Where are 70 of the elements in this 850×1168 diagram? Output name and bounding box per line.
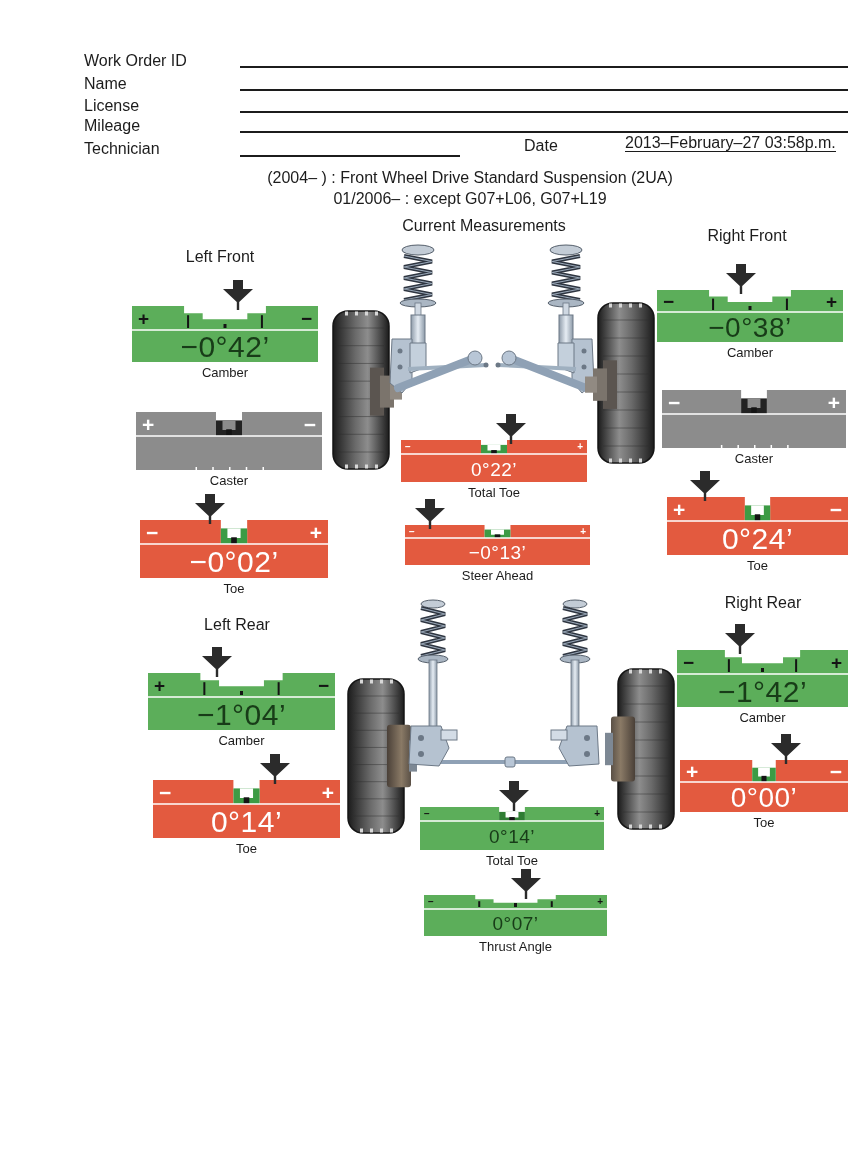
measurement-value: 0°00’ xyxy=(730,784,798,812)
measurement-value: 0°07’ xyxy=(492,914,539,933)
measurement-name: Caster xyxy=(209,473,249,488)
measurement-value: −0°42’ xyxy=(180,332,270,362)
measurement-name: Total Toe xyxy=(468,485,520,500)
measurement-value: −0°38’ xyxy=(708,314,792,342)
measurement-value: −0°02’ xyxy=(189,547,279,577)
measurement-name: Toe xyxy=(223,581,245,596)
measurement-name: Toe xyxy=(753,815,775,830)
scale-sign: + xyxy=(830,653,842,672)
scale-sign: + xyxy=(309,522,322,543)
gauge-bar xyxy=(136,412,322,470)
scale-sign: − xyxy=(683,653,695,672)
scale-sign: − xyxy=(668,392,681,413)
subtitle: 01/2006– : except G07+L06, G07+L19 xyxy=(333,190,607,208)
measurement-name: Toe xyxy=(236,841,257,856)
measurement-name: Total Toe xyxy=(486,853,538,868)
scale-sign: + xyxy=(686,761,699,782)
measurement-name: Thrust Angle xyxy=(479,939,552,954)
scale-sign: − xyxy=(159,782,172,803)
gauge-bar xyxy=(662,390,846,448)
measurement-name: Toe xyxy=(747,558,768,573)
scale-sign: + xyxy=(827,392,840,413)
measurement-value: 0°14’ xyxy=(489,827,535,846)
measurement-name: Camber xyxy=(218,733,265,748)
scale-sign: + xyxy=(825,292,837,311)
measurement-value: 0°24’ xyxy=(721,524,794,554)
measurement-value: 0°14’ xyxy=(210,807,283,837)
scale-sign: − xyxy=(317,676,329,695)
scale-sign: + xyxy=(138,309,150,328)
scale-sign: + xyxy=(594,809,600,819)
scale-sign: + xyxy=(142,414,155,435)
scale-sign: − xyxy=(424,809,430,819)
measurement-name: Camber xyxy=(739,710,786,725)
scale-sign: − xyxy=(829,761,842,782)
wheel-position-heading: Right Rear xyxy=(724,594,802,612)
field-label: License xyxy=(84,97,140,115)
measurement-value: 0°22’ xyxy=(471,460,517,479)
scale-sign: + xyxy=(673,499,686,520)
measurement-value: −1°04’ xyxy=(196,700,287,730)
scale-sign: − xyxy=(829,499,842,520)
field-label: Date xyxy=(524,137,558,155)
scale-sign: − xyxy=(146,522,159,543)
section-heading: Current Measurements xyxy=(402,217,566,235)
field-label: Technician xyxy=(84,140,160,158)
wheel-position-heading: Left Front xyxy=(185,248,255,266)
scale-sign: + xyxy=(597,897,603,907)
field-label: Work Order ID xyxy=(84,52,187,70)
scale-sign: − xyxy=(428,897,434,907)
report-title: (2004– ) : Front Wheel Drive Standard Suspension (2UA) xyxy=(267,169,673,187)
date-value: 2013–February–27 03:58p.m. xyxy=(625,134,836,152)
measurement-value: −1°42’ xyxy=(717,677,808,707)
measurement-name: Camber xyxy=(201,365,249,380)
scale-sign: + xyxy=(154,676,166,695)
field-label: Mileage xyxy=(84,117,141,135)
scale-sign: − xyxy=(303,414,316,435)
scale-sign: + xyxy=(577,442,583,452)
measurement-name: Caster xyxy=(734,451,774,466)
wheel-position-heading: Left Rear xyxy=(204,616,270,634)
scale-sign: − xyxy=(405,442,411,452)
measurement-value: −0°13’ xyxy=(468,543,527,562)
scale-sign: − xyxy=(663,292,675,311)
scale-sign: − xyxy=(300,309,312,328)
scale-sign: + xyxy=(321,782,334,803)
field-label: Name xyxy=(84,75,127,93)
measurement-name: Camber xyxy=(726,345,774,360)
scale-sign: − xyxy=(409,527,415,537)
measurement-name: Steer Ahead xyxy=(461,568,534,583)
scale-sign: + xyxy=(580,527,586,537)
wheel-position-heading: Right Front xyxy=(707,227,787,245)
